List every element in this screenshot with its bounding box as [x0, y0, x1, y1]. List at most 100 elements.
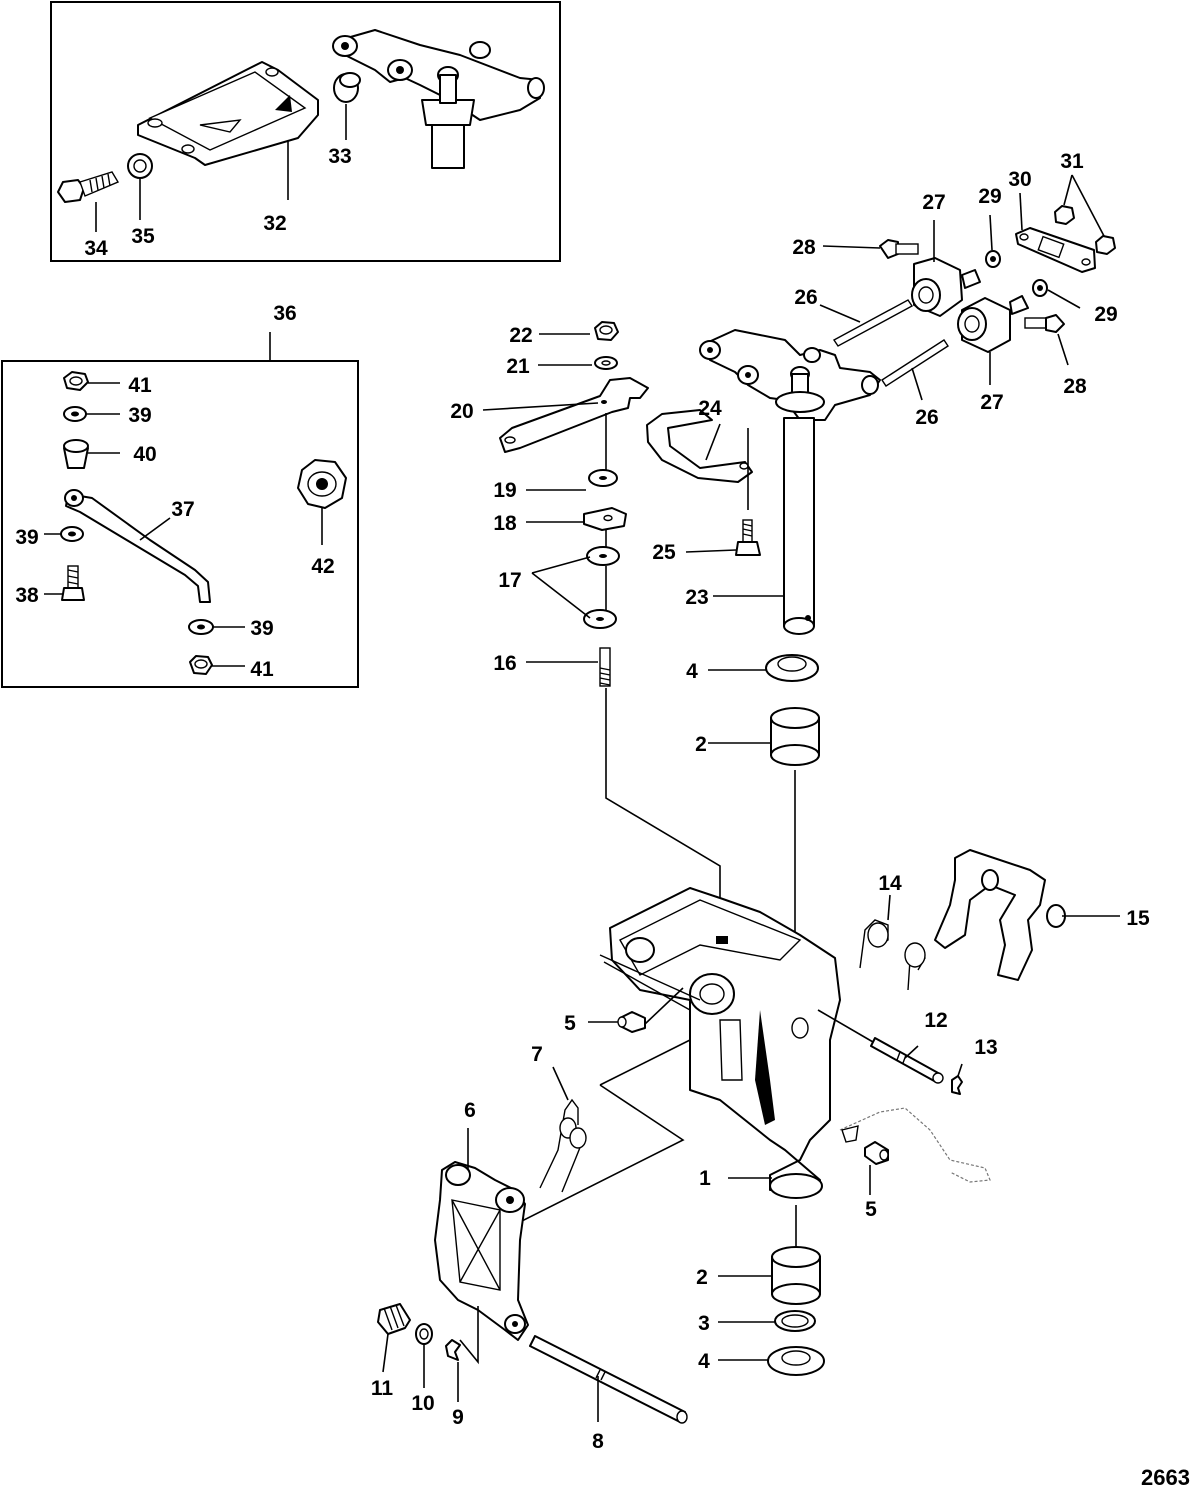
callout-12: 12 — [924, 1009, 947, 1032]
callout-40: 40 — [133, 443, 156, 466]
part-39-washer-low — [188, 619, 214, 635]
callout-23: 23 — [685, 586, 708, 609]
inset-box-top — [50, 1, 561, 262]
callout-39-mid: 39 — [15, 526, 38, 549]
part-42-locknut — [297, 459, 347, 509]
part-28-bolt-low — [1024, 314, 1065, 333]
part-27-swivel-block-top — [911, 257, 981, 317]
figure-number: 2663 — [1141, 1465, 1190, 1490]
callout-27-top: 27 — [922, 191, 945, 214]
callout-21: 21 — [506, 355, 530, 378]
callout-30: 30 — [1008, 168, 1031, 191]
part-7-spring — [539, 1098, 587, 1193]
part-17-washer-low — [583, 609, 617, 629]
part-39-washer-mid — [60, 526, 84, 542]
part-30-tie-bar — [1015, 227, 1096, 273]
part-33-bushing — [333, 72, 361, 103]
callout-32: 32 — [263, 212, 286, 235]
callout-17: 17 — [498, 569, 521, 592]
part-41-nut-top — [63, 371, 89, 391]
callout-24: 24 — [698, 397, 722, 420]
part-22-nut — [594, 321, 619, 341]
callout-19: 19 — [493, 479, 516, 502]
part-4-thrust-washer-low — [767, 1346, 825, 1376]
part-18-tab — [583, 507, 627, 531]
part-20-steering-arm — [499, 377, 649, 453]
part-2-bushing-low — [771, 1246, 821, 1305]
part-17-washer-top — [586, 546, 620, 566]
part-31-nuts — [1054, 205, 1116, 255]
callout-10: 10 — [411, 1392, 434, 1415]
callout-3: 3 — [698, 1312, 710, 1335]
part-19-washer — [588, 469, 618, 487]
part-38-bolt — [61, 565, 85, 601]
callout-14: 14 — [878, 872, 902, 895]
part-39-washer-top — [63, 406, 87, 422]
callout-5-low: 5 — [865, 1198, 877, 1221]
callout-29-right: 29 — [1094, 303, 1117, 326]
part-29-washer-right — [1032, 279, 1048, 297]
callout-36: 36 — [273, 302, 296, 325]
part-41-nut-low — [189, 655, 213, 675]
callout-41-low: 41 — [250, 658, 274, 681]
callout-31: 31 — [1060, 150, 1084, 173]
callout-25: 25 — [652, 541, 676, 564]
part-1-swivel-bracket — [599, 887, 841, 1199]
callout-11: 11 — [371, 1377, 394, 1400]
part-24-arm-plate — [646, 409, 753, 483]
part-11-spring — [377, 1303, 411, 1335]
callout-33: 33 — [328, 145, 351, 168]
callout-4-low: 4 — [698, 1350, 710, 1373]
part-32-bracket-plate — [137, 61, 319, 166]
callout-6: 6 — [464, 1099, 476, 1122]
part-26-stud-top — [832, 299, 914, 347]
part-15-clamp — [934, 849, 1066, 981]
part-8-pivot-pin — [529, 1335, 688, 1424]
callout-35: 35 — [131, 225, 155, 248]
ghost-cable — [839, 1107, 991, 1183]
part-4-thrust-washer-top — [765, 654, 819, 682]
part-25-bolt — [735, 519, 761, 556]
callout-8: 8 — [592, 1430, 604, 1453]
callout-22: 22 — [509, 324, 532, 347]
part-28-bolt-top — [879, 239, 919, 259]
callout-34: 34 — [84, 237, 108, 260]
part-10-washer — [415, 1323, 433, 1345]
callout-39-low: 39 — [250, 617, 273, 640]
callout-16: 16 — [493, 652, 516, 675]
callout-26-low: 26 — [915, 406, 938, 429]
part-3-washer — [774, 1310, 816, 1332]
part-37-link-rod — [64, 489, 211, 603]
part-12-pin — [870, 1037, 944, 1084]
callout-4-top: 4 — [686, 660, 698, 683]
callout-2-low: 2 — [696, 1266, 708, 1289]
part-26-stud-low — [881, 339, 949, 387]
part-16-stud — [599, 647, 611, 687]
swivel-head-inset — [332, 29, 545, 169]
swivel-head-main — [699, 329, 881, 421]
part-27-swivel-block-low — [957, 295, 1029, 353]
part-35-washer — [127, 153, 153, 179]
inset-box-left — [1, 360, 359, 688]
callout-27-low: 27 — [980, 391, 1003, 414]
part-21-washer — [594, 356, 618, 370]
callout-38: 38 — [15, 584, 39, 607]
callout-29-top: 29 — [978, 185, 1001, 208]
part-29-washer-top — [985, 250, 1001, 268]
callout-28-top: 28 — [792, 236, 816, 259]
part-9-e-clip — [445, 1339, 461, 1361]
callout-7: 7 — [531, 1043, 543, 1066]
callout-37: 37 — [171, 498, 194, 521]
part-23-swivel-tube — [783, 417, 815, 635]
part-13-e-clip — [951, 1075, 963, 1095]
callout-1: 1 — [699, 1167, 711, 1190]
callout-39-top: 39 — [128, 404, 151, 427]
callout-13: 13 — [974, 1036, 997, 1059]
part-34-bolt — [57, 171, 120, 203]
callout-41-top: 41 — [128, 374, 152, 397]
callout-26-top: 26 — [794, 286, 817, 309]
part-14-spring — [859, 919, 926, 991]
callout-2-top: 2 — [695, 733, 707, 756]
part-5-grease-fitting-low — [864, 1141, 889, 1165]
